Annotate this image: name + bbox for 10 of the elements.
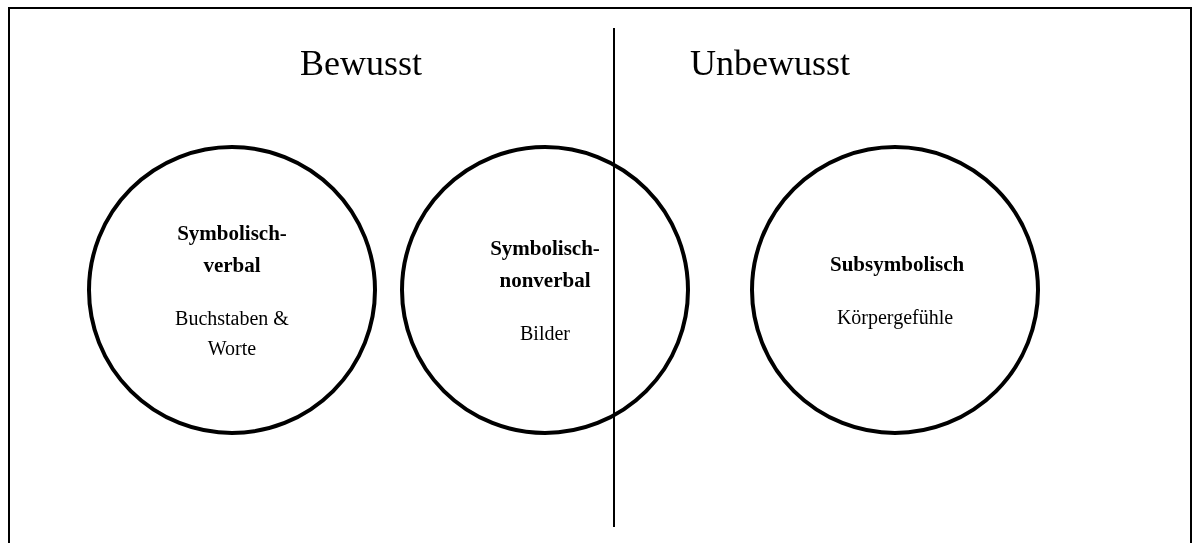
circle: [750, 145, 1040, 435]
circle: [400, 145, 690, 435]
region-label: Unbewusst: [690, 42, 850, 84]
circle: [87, 145, 377, 435]
circle-text: Bilder: [519, 321, 571, 346]
circle-text: Buchstaben & Worte: [174, 306, 290, 361]
region-label: Bewusst: [300, 42, 422, 84]
circle-heading: Symbolisch-verbal: [176, 220, 288, 279]
circle-heading: Symbolisch-nonverbal: [489, 235, 601, 294]
circle-text: Körpergefühle: [835, 305, 955, 331]
